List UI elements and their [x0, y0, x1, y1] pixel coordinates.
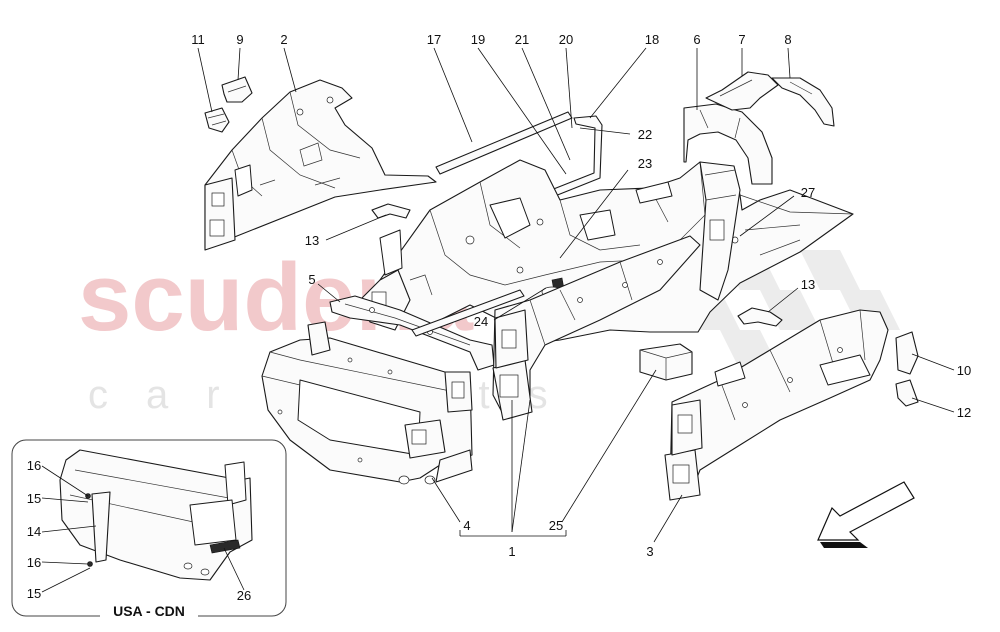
part-1-front-rails [492, 235, 701, 421]
callout-19: 19 [471, 32, 485, 47]
callout-17: 17 [427, 32, 441, 47]
direction-arrow-icon [817, 481, 915, 548]
part-2-left-front-side-member [204, 79, 437, 251]
callout-15-top: 15 [27, 491, 41, 506]
callout-12: 12 [957, 405, 971, 420]
callout-27: 27 [801, 185, 815, 200]
callout-labels: 11 9 2 17 19 21 20 18 6 7 8 22 23 27 13 … [27, 32, 971, 603]
callout-6: 6 [693, 32, 700, 47]
part-13-bracket-left [371, 203, 411, 219]
callout-25: 25 [549, 518, 563, 533]
part-7-wheelarch-liner [705, 71, 779, 111]
part-25-block [639, 343, 693, 381]
callout-5: 5 [308, 272, 315, 287]
callout-13-right: 13 [801, 277, 815, 292]
part-17-rod [435, 111, 573, 175]
part-3-right-front-side-member [664, 309, 889, 501]
part-4-front-radiator-frame [261, 321, 473, 485]
callout-16-top: 16 [27, 458, 41, 473]
callout-21: 21 [515, 32, 529, 47]
callout-26: 26 [237, 588, 251, 603]
callout-9: 9 [236, 32, 243, 47]
part-6-wheelarch-panel [683, 103, 773, 185]
callout-3: 3 [646, 544, 653, 559]
callout-18: 18 [645, 32, 659, 47]
callout-16-bottom: 16 [27, 555, 41, 570]
callout-24: 24 [474, 314, 488, 329]
callout-13-left: 13 [305, 233, 319, 248]
callout-22: 22 [638, 127, 652, 142]
callout-23: 23 [638, 156, 652, 171]
part-12-bracket [895, 379, 919, 407]
callout-4: 4 [463, 518, 470, 533]
callout-15-bottom: 15 [27, 586, 41, 601]
callout-2: 2 [280, 32, 287, 47]
part-24-rod [411, 289, 525, 337]
part-10-bracket [895, 331, 919, 375]
part-11-bracket [204, 107, 230, 133]
callout-7: 7 [738, 32, 745, 47]
callout-1: 1 [508, 544, 515, 559]
inset-label: USA - CDN [113, 603, 185, 619]
usa-cdn-inset: USA - CDN [11, 439, 287, 619]
part-9-bracket [221, 76, 253, 103]
leader-lines [41, 47, 955, 593]
part-8-wheelarch-liner [771, 77, 835, 127]
callout-20: 20 [559, 32, 573, 47]
callout-8: 8 [784, 32, 791, 47]
callout-14: 14 [27, 524, 41, 539]
callout-10: 10 [957, 363, 971, 378]
callout-11: 11 [191, 32, 205, 47]
inset-radiator-frame [59, 449, 253, 581]
part-13-bracket-right [737, 307, 783, 327]
